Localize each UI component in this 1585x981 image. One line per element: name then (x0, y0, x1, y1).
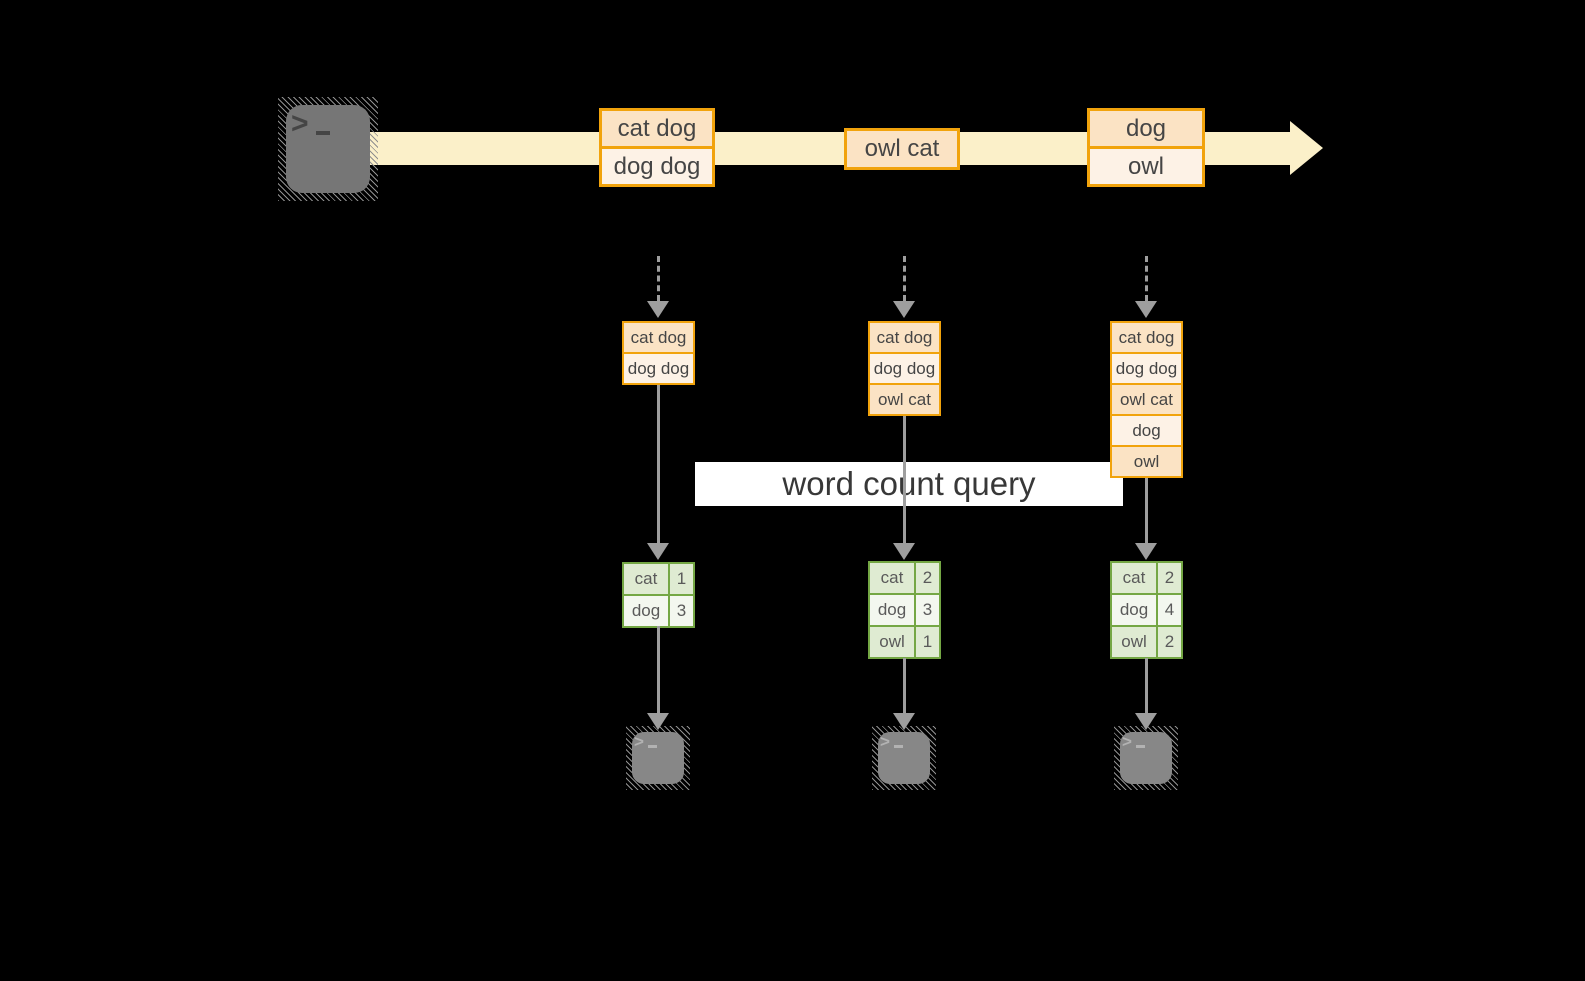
cursor-icon (647, 745, 657, 748)
buffer-line: cat dog (624, 323, 693, 352)
prompt-chevron-icon: > (880, 732, 890, 751)
event-buffer-2: cat dog dog dog owl cat (868, 321, 941, 416)
prompt-chevron-icon: > (1122, 732, 1132, 751)
dashed-arrow-icon (646, 256, 670, 318)
arrow-icon (892, 416, 916, 560)
event-line: cat dog (602, 111, 712, 146)
event-line: dog dog (602, 149, 712, 184)
count-word: dog (870, 595, 914, 625)
count-value: 3 (916, 595, 939, 625)
stream-event-2: owl cat (844, 128, 960, 170)
buffer-line: dog dog (1112, 354, 1181, 383)
arrow-icon (1134, 478, 1158, 560)
count-value: 1 (916, 627, 939, 657)
buffer-line: owl cat (1112, 385, 1181, 414)
count-value: 2 (916, 563, 939, 593)
buffer-line: cat dog (1112, 323, 1181, 352)
buffer-line: dog dog (624, 354, 693, 383)
cursor-icon (1135, 745, 1145, 748)
arrow-icon (1134, 658, 1158, 730)
query-label: word count query (695, 462, 1123, 506)
buffer-line: owl cat (870, 385, 939, 414)
count-table-3: cat 2 dog 4 owl 2 (1110, 561, 1183, 659)
consumer-terminal-icon: > (626, 726, 690, 790)
dashed-arrow-icon (892, 256, 916, 318)
stream-event-3: dog owl (1087, 108, 1205, 187)
buffer-line: dog (1112, 416, 1181, 445)
source-terminal-icon: > (278, 97, 378, 201)
count-value: 2 (1158, 627, 1181, 657)
count-word: cat (624, 564, 668, 594)
count-value: 1 (670, 564, 693, 594)
terminal-prompt-icon: > (1122, 733, 1145, 750)
count-value: 2 (1158, 563, 1181, 593)
event-line: dog (1090, 111, 1202, 146)
count-table-1: cat 1 dog 3 (622, 562, 695, 628)
consumer-terminal-icon: > (872, 726, 936, 790)
count-value: 3 (670, 596, 693, 626)
count-table-2: cat 2 dog 3 owl 1 (868, 561, 941, 659)
arrow-icon (646, 385, 670, 560)
prompt-chevron-icon: > (634, 732, 644, 751)
prompt-chevron-icon: > (291, 107, 309, 140)
terminal-body (632, 732, 684, 784)
buffer-line: cat dog (870, 323, 939, 352)
terminal-prompt-icon: > (634, 733, 657, 750)
event-buffer-1: cat dog dog dog (622, 321, 695, 385)
buffer-line: owl (1112, 447, 1181, 476)
terminal-body (286, 105, 370, 193)
count-word: owl (1112, 627, 1156, 657)
count-word: dog (624, 596, 668, 626)
count-value: 4 (1158, 595, 1181, 625)
terminal-prompt-icon: > (291, 109, 330, 139)
count-word: cat (1112, 563, 1156, 593)
stream-event-1: cat dog dog dog (599, 108, 715, 187)
stream-arrowhead-icon (1290, 121, 1323, 175)
terminal-body (878, 732, 930, 784)
cursor-icon (315, 131, 330, 135)
buffer-line: dog dog (870, 354, 939, 383)
terminal-prompt-icon: > (880, 733, 903, 750)
count-word: owl (870, 627, 914, 657)
arrow-icon (646, 626, 670, 730)
cursor-icon (893, 745, 903, 748)
count-word: dog (1112, 595, 1156, 625)
terminal-body (1120, 732, 1172, 784)
count-word: cat (870, 563, 914, 593)
event-line: owl cat (847, 131, 957, 167)
event-buffer-3: cat dog dog dog owl cat dog owl (1110, 321, 1183, 478)
dashed-arrow-icon (1134, 256, 1158, 318)
arrow-icon (892, 658, 916, 730)
event-line: owl (1090, 149, 1202, 184)
consumer-terminal-icon: > (1114, 726, 1178, 790)
